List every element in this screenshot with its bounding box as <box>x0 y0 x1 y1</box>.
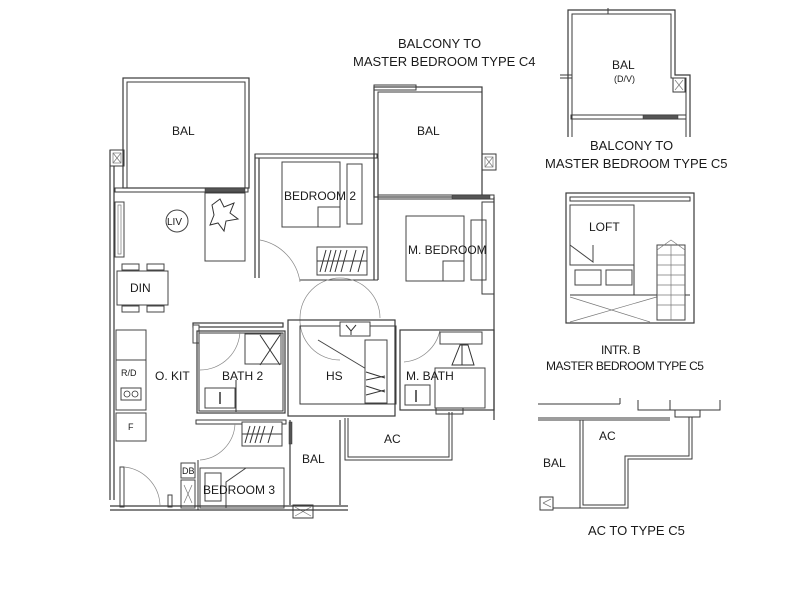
caption-balcony-c5-line1: BALCONY TO <box>590 138 673 153</box>
room-din: DIN <box>116 263 169 313</box>
room-m-bedroom: M. BEDROOM <box>405 197 495 420</box>
room-liv: LIV <box>114 192 246 262</box>
inset-balcony-c5: BAL (D/V) <box>560 8 691 137</box>
svg-text:BAL: BAL <box>172 124 195 138</box>
room-bedroom-3: DB BEDROOM 3 <box>180 419 287 510</box>
room-bal-left: BAL <box>122 77 250 189</box>
svg-text:BAL: BAL <box>543 456 566 470</box>
svg-text:O. KIT: O. KIT <box>155 369 190 383</box>
svg-text:(D/V): (D/V) <box>614 74 635 84</box>
caption-loft-line1: INTR. B <box>601 343 641 357</box>
svg-text:BAL: BAL <box>612 58 635 72</box>
svg-text:M. BEDROOM: M. BEDROOM <box>408 243 487 257</box>
svg-text:F: F <box>128 422 134 432</box>
svg-text:AC: AC <box>384 432 401 446</box>
caption-balcony-c5-line2: MASTER BEDROOM TYPE C5 <box>545 156 728 171</box>
svg-text:AC: AC <box>599 429 616 443</box>
svg-text:LOFT: LOFT <box>589 220 620 234</box>
room-bal-mid: BAL <box>373 84 497 200</box>
svg-text:R/D: R/D <box>121 368 137 378</box>
room-bath-2: BATH 2 <box>192 322 286 414</box>
svg-text:HS: HS <box>326 369 343 383</box>
room-hs: HS <box>287 319 397 417</box>
svg-text:DIN: DIN <box>130 281 151 295</box>
svg-text:BEDROOM 3: BEDROOM 3 <box>203 483 275 497</box>
inset-ac-c5: AC BAL <box>538 398 721 511</box>
room-o-kit: R/D F O. KIT <box>115 329 190 442</box>
room-ac: AC <box>344 412 453 461</box>
svg-text:BATH 2: BATH 2 <box>222 369 263 383</box>
room-m-bath: M. BATH <box>399 329 495 415</box>
svg-text:BEDROOM 2: BEDROOM 2 <box>284 189 356 203</box>
caption-balcony-c4-line1: BALCONY TO <box>398 36 481 51</box>
caption-balcony-c4-line2: MASTER BEDROOM TYPE C4 <box>353 54 536 69</box>
svg-text:LIV: LIV <box>167 217 182 228</box>
dv-shaft-icon <box>109 149 125 167</box>
room-bedroom-2: BEDROOM 2 <box>254 153 379 283</box>
main-floor-plan: BAL LIV DIN <box>109 77 497 519</box>
svg-text:BAL: BAL <box>302 452 325 466</box>
inset-loft: LOFT <box>565 192 695 324</box>
caption-ac-c5: AC TO TYPE C5 <box>588 523 685 538</box>
svg-text:BAL: BAL <box>417 124 440 138</box>
main-entrance-door <box>119 466 173 508</box>
caption-loft-line2: MASTER BEDROOM TYPE C5 <box>546 359 704 373</box>
svg-text:M. BATH: M. BATH <box>406 369 454 383</box>
svg-text:DB: DB <box>182 466 195 476</box>
room-bal-bottom: BAL <box>288 420 341 519</box>
